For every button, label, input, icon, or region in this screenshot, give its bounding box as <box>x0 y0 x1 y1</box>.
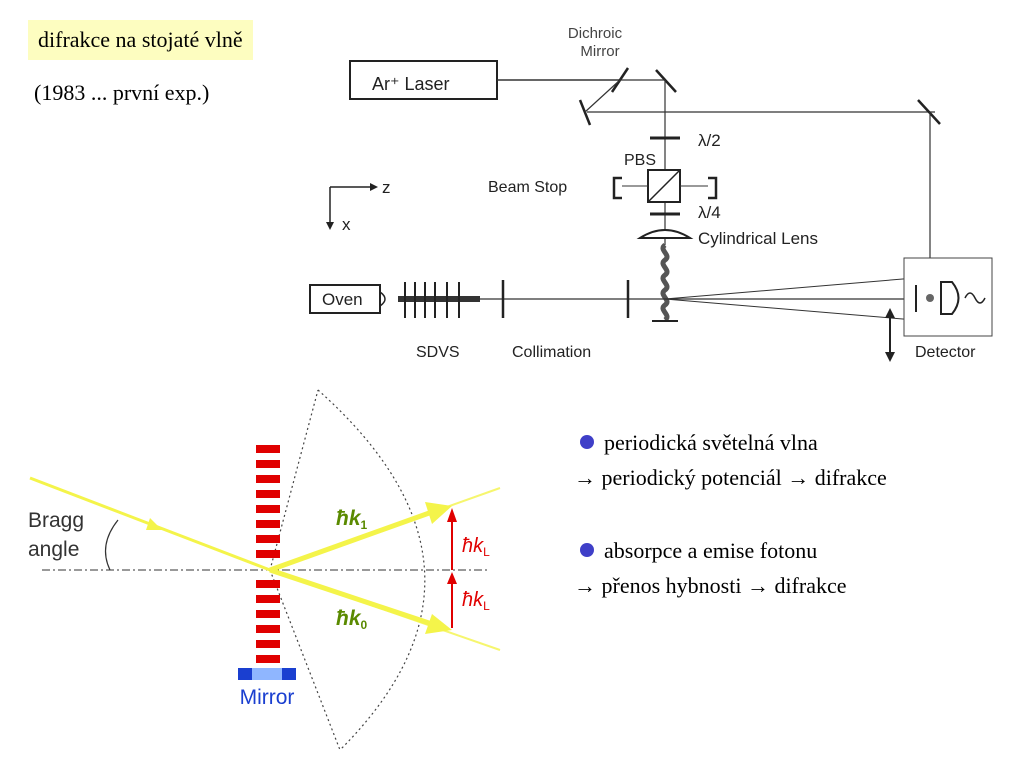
k1-label: ħk1 <box>336 507 368 532</box>
bullet-2: absorpce a emise fotonu <box>580 538 817 564</box>
pbs-label: PBS <box>624 152 656 169</box>
experimental-setup-diagram: Ar⁺ Laser Dichroic Mirror λ/2 PBS Beam S… <box>309 25 993 362</box>
sdvs-element <box>398 296 480 302</box>
collimation-label: Collimation <box>512 344 591 361</box>
detector-label: Detector <box>915 344 976 361</box>
lambda-quarter-label: λ/4 <box>698 203 721 222</box>
bullet-2-text: absorpce a emise fotonu <box>604 538 818 563</box>
oven-box <box>309 284 381 314</box>
bullet-1-text: periodická světelná vlna <box>604 430 818 455</box>
oven-label: Oven <box>322 290 363 309</box>
x-axis-label: x <box>342 215 351 234</box>
dichroic-label-2: Mirror <box>580 43 619 60</box>
bullet-dot-icon <box>580 543 594 557</box>
sdvs-label: SDVS <box>416 344 460 361</box>
top-mirror-left <box>578 99 592 126</box>
standing-wave-fringes <box>256 445 280 663</box>
k0-label: ħk0 <box>336 607 368 632</box>
bragg-diffraction-diagram: Bragg angle Mirror ħk1 ħk0 ħkL ħkL <box>28 389 501 751</box>
mirror-label: Mirror <box>240 686 295 709</box>
slide-subtitle: (1983 ... první exp.) <box>34 80 210 105</box>
laser-label: Ar⁺ Laser <box>372 74 450 94</box>
beam-stop-right <box>708 176 718 200</box>
beam-stop-left <box>612 176 622 200</box>
beam-stop-label: Beam Stop <box>488 179 567 196</box>
bullet-dot-icon <box>580 435 594 449</box>
right-mirror <box>917 99 941 125</box>
bragg-label-1: Bragg <box>28 509 84 532</box>
slide-title: difrakce na stojaté vlně <box>28 20 253 60</box>
cyl-lens-label: Cylindrical Lens <box>698 229 818 248</box>
cylindrical-lens <box>636 229 694 239</box>
detector-element <box>940 281 960 315</box>
z-axis-label: z <box>382 178 391 197</box>
standing-wave <box>660 242 670 323</box>
dichroic-label-1: Dichroic <box>568 25 623 42</box>
bragg-label-2: angle <box>28 538 79 561</box>
k1-arrow <box>269 509 433 573</box>
bullet-1-detail: → periodický potenciál → difrakce <box>574 465 887 490</box>
top-mirror-right <box>655 69 677 93</box>
laser-box <box>349 60 498 100</box>
kl-lower-label: ħkL <box>462 589 490 613</box>
lambda-half-label: λ/2 <box>698 131 721 150</box>
bullet-2-detail: → přenos hybnosti → difrakce <box>574 573 847 598</box>
bullet-1: periodická světelná vlna <box>580 430 818 456</box>
kl-upper-label: ħkL <box>462 535 490 559</box>
k0-arrow <box>269 567 433 627</box>
